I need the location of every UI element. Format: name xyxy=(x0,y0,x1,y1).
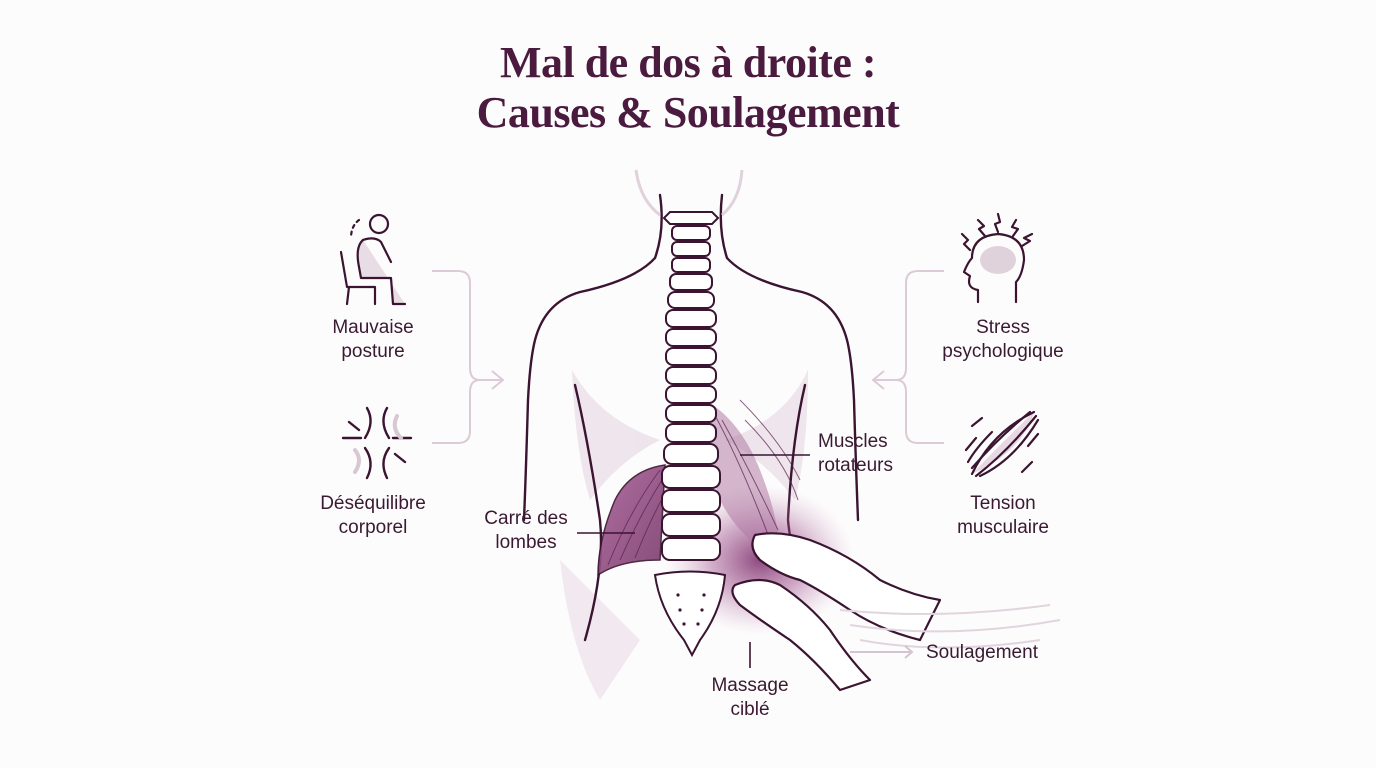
cause-label-stress: Stress psychologique xyxy=(928,316,1078,364)
massage-hands xyxy=(731,532,942,692)
bad-posture-icon xyxy=(339,213,407,306)
anatomy-label-rotators: Muscles rotateurs xyxy=(818,430,893,478)
cause-label-bad-posture: Mauvaise posture xyxy=(303,316,443,364)
cause-label-line: corporel xyxy=(338,517,408,538)
left-connector-bracket xyxy=(432,270,505,444)
anatomy-label-line: ciblé xyxy=(730,699,770,720)
title-line-2: Causes & Soulagement xyxy=(476,88,900,137)
page-title: Mal de dos à droite : Causes & Soulageme… xyxy=(0,38,1376,138)
quadratus-lumborum-muscle xyxy=(597,464,666,577)
cause-label-line: psychologique xyxy=(942,341,1064,362)
cause-label-line: Mauvaise xyxy=(332,317,414,338)
anatomy-label-line: lombes xyxy=(495,532,557,553)
cause-label-line: Déséquilibre xyxy=(320,493,426,514)
cause-label-line: posture xyxy=(341,341,405,362)
anatomy-label-line: Carré des xyxy=(484,508,568,529)
rotator-muscles xyxy=(705,400,780,560)
body-imbalance-icon xyxy=(341,406,413,480)
cause-label-line: musculaire xyxy=(957,517,1049,538)
stress-head-icon xyxy=(960,212,1034,304)
anatomy-label-relief: Soulagement xyxy=(926,642,1038,663)
spine xyxy=(653,211,727,658)
muscle-tension-icon xyxy=(964,410,1040,478)
anatomy-label-line: Massage xyxy=(711,675,789,696)
anatomy-label-line: rotateurs xyxy=(818,455,893,476)
relief-arrow xyxy=(850,645,914,659)
anatomy-label-line: Muscles xyxy=(818,431,888,452)
cause-label-muscle-tension: Tension musculaire xyxy=(928,492,1078,540)
anatomy-label-quadratus: Carré des lombes xyxy=(476,507,576,555)
cause-label-line: Tension xyxy=(970,493,1036,514)
cause-label-body-imbalance: Déséquilibre corporel xyxy=(303,492,443,540)
cause-label-line: Stress xyxy=(976,317,1030,338)
torso-shading xyxy=(560,370,808,700)
right-connector-bracket xyxy=(871,270,944,444)
relief-flow-lines xyxy=(839,604,1061,649)
anatomy-label-massage: Massage ciblé xyxy=(700,674,800,722)
title-line-1: Mal de dos à droite : xyxy=(499,38,877,87)
